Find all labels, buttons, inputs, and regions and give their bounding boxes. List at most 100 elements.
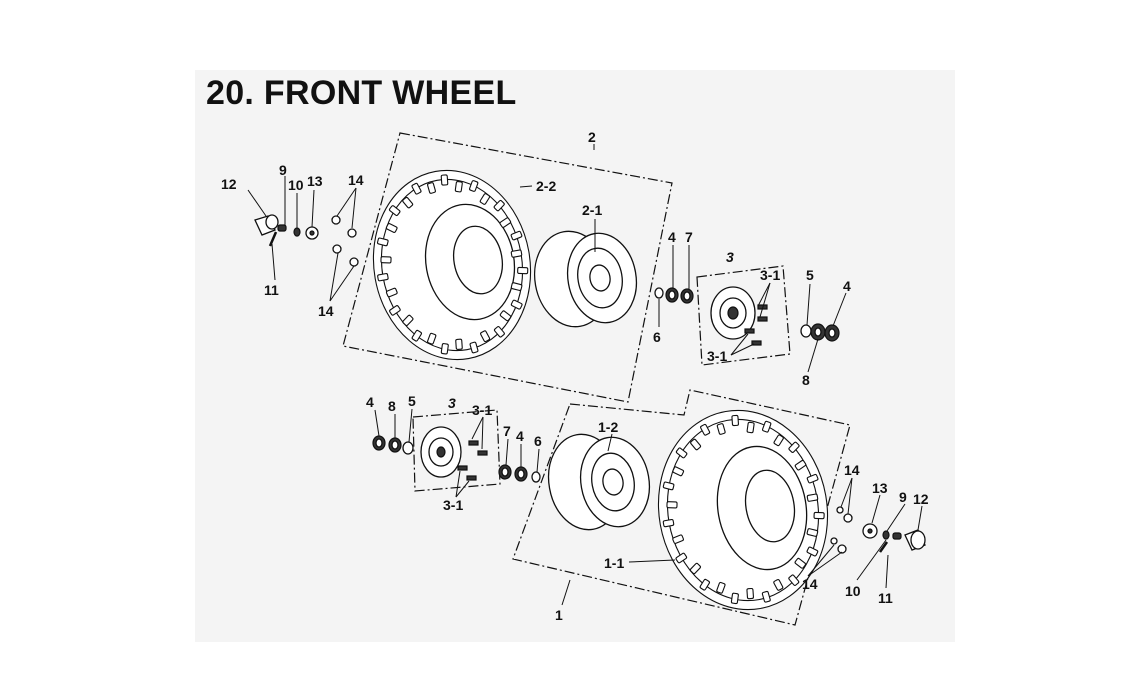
tread-block: [385, 223, 398, 233]
tread-block: [806, 493, 819, 502]
tread-block: [806, 546, 819, 557]
callout-3-upper: 3: [726, 249, 734, 265]
callout-3-1-lower-b: 3-1: [443, 497, 463, 513]
callout-9-upper: 9: [279, 162, 287, 178]
tread-block: [480, 330, 491, 343]
hub-lower-boundary: [412, 409, 501, 492]
tread-block: [794, 459, 807, 471]
tread-block: [479, 193, 491, 205]
callout-12-lower: 12: [913, 491, 929, 507]
callout-2-1: 2-1: [582, 202, 602, 218]
rim-lower: [547, 433, 651, 531]
tread-block: [380, 256, 392, 264]
tread-block: [510, 299, 523, 310]
tread-block: [388, 205, 401, 216]
tread-block: [761, 590, 771, 603]
tread-block: [746, 421, 755, 434]
tread-block: [402, 196, 414, 209]
tread-block: [690, 438, 702, 451]
hub-upper: [710, 286, 768, 346]
bearing-parts-upper: [654, 287, 840, 342]
tread-block: [427, 182, 436, 194]
callout-10-upper: 10: [288, 177, 304, 193]
callout-14-lower-b: 14: [802, 576, 818, 592]
callout-3-1-upper-b: 3-1: [707, 348, 727, 364]
callout-3-lower: 3: [448, 395, 456, 411]
axle-nut-parts-upper: [254, 214, 359, 267]
tread-block: [389, 305, 401, 316]
tread-block: [411, 182, 422, 195]
tread-block: [716, 581, 726, 594]
callout-7-lower: 7: [503, 423, 511, 439]
tire-lower: [657, 409, 829, 611]
tread-block: [762, 420, 772, 433]
callout-8-upper: 8: [802, 372, 810, 388]
tread-block: [469, 180, 479, 192]
tread-block: [517, 266, 529, 275]
page-title: 20. FRONT WHEEL: [206, 74, 517, 112]
callout-8-lower: 8: [388, 398, 396, 414]
rim-upper: [533, 230, 638, 328]
bearing-parts-lower: [372, 435, 541, 483]
diagram-background: [195, 70, 955, 642]
tread-block: [662, 518, 675, 528]
callout-5-lower: 5: [408, 393, 416, 409]
callout-14-upper-a: 14: [348, 172, 364, 188]
callout-6-upper: 6: [653, 329, 661, 345]
tread-block: [377, 273, 389, 282]
tread-block: [672, 534, 684, 544]
tread-block: [510, 282, 523, 291]
callout-13-upper: 13: [307, 173, 323, 189]
tread-block: [455, 338, 463, 350]
callout-labels: 2 2-2 2-1 12 9 10 13 14 11 14 6 4 7 3 3-…: [221, 129, 929, 623]
tread-block: [499, 217, 512, 228]
tread-block: [376, 237, 389, 247]
callout-4-upper-a: 4: [668, 229, 676, 245]
leader-lines-lower: [374, 408, 923, 606]
callout-4-upper-b: 4: [843, 278, 851, 294]
tread-block: [666, 501, 678, 509]
tread-block: [672, 466, 685, 477]
assembly-2-boundary: [342, 132, 673, 403]
callout-10-lower: 10: [845, 583, 861, 599]
callout-6-lower: 6: [534, 433, 542, 449]
callout-1-1: 1-1: [604, 555, 624, 571]
tread-block: [675, 552, 688, 564]
callout-11-lower: 11: [878, 590, 893, 606]
callout-12-upper: 12: [221, 176, 237, 192]
tread-block: [788, 574, 800, 586]
tread-block: [773, 434, 784, 447]
tread-block: [700, 423, 711, 436]
assembly-1-boundary: [512, 389, 851, 626]
tread-block: [675, 447, 688, 459]
callout-9-lower: 9: [899, 489, 907, 505]
tread-block: [806, 473, 819, 484]
tread-block: [716, 423, 726, 435]
tread-block: [440, 174, 449, 186]
callout-11-upper: 11: [264, 282, 279, 298]
axle-nut-parts-lower: [830, 506, 926, 554]
tread-block: [773, 579, 784, 591]
tread-block: [493, 326, 505, 338]
tire-upper: [372, 169, 532, 361]
tread-block: [689, 562, 701, 575]
tread-block: [469, 341, 479, 354]
tread-block: [813, 511, 825, 520]
tread-block: [402, 314, 414, 327]
tread-block: [510, 230, 523, 241]
tread-block: [806, 528, 819, 537]
callout-1: 1: [555, 607, 563, 623]
callout-2: 2: [588, 129, 596, 145]
leader-lines-upper: [247, 144, 847, 373]
hub-lower: [420, 426, 488, 481]
tread-block: [493, 199, 505, 212]
tread-block: [730, 592, 739, 605]
callout-14-upper-b: 14: [318, 303, 334, 319]
tread-block: [411, 329, 422, 342]
tread-block: [427, 332, 437, 345]
callout-4-lower-b: 4: [516, 428, 524, 444]
tread-block: [788, 441, 800, 453]
callout-7-upper: 7: [685, 229, 693, 245]
tread-block: [510, 249, 523, 258]
